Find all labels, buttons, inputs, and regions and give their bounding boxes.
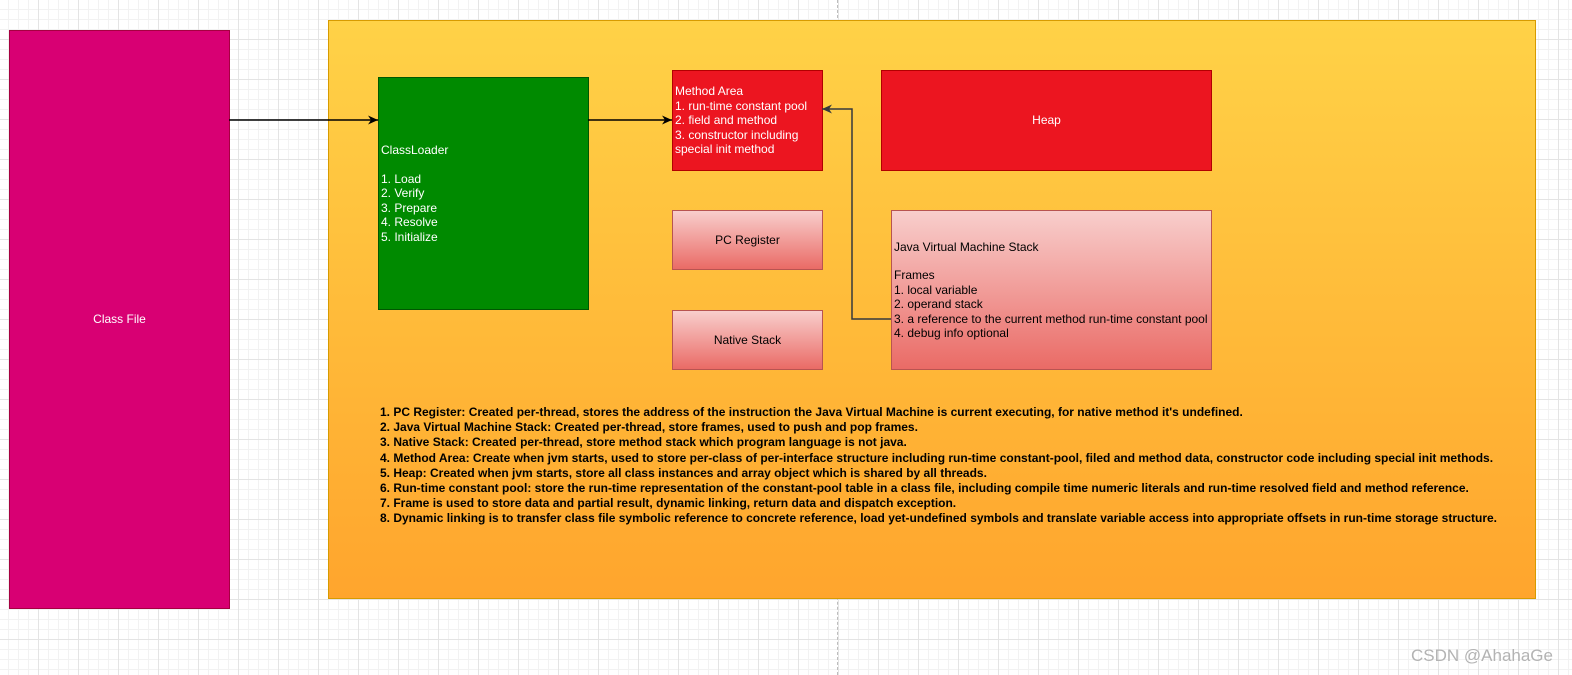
note-line: 6. Run-time constant pool: store the run…	[380, 481, 1469, 496]
method-area-box[interactable]: Method Area 1. run-time constant pool 2.…	[672, 70, 823, 171]
note-line: 4. Method Area: Create when jvm starts, …	[380, 450, 1494, 465]
note-line: 2. Java Virtual Machine Stack: Created p…	[380, 420, 918, 435]
heap-box[interactable]: Heap	[881, 70, 1212, 171]
notes-text-block[interactable]: 1. PC Register: Created per-thread, stor…	[380, 405, 1497, 527]
jvm-stack-frame-item: 3. a reference to the current method run…	[894, 311, 1208, 326]
watermark: CSDN @AhahaGe	[1411, 646, 1553, 665]
jvm-stack-title: Java Virtual Machine Stack	[894, 239, 1039, 254]
jvm-stack-box[interactable]: Java Virtual Machine Stack Frames 1. loc…	[891, 210, 1212, 370]
native-stack-label: Native Stack	[713, 332, 782, 347]
class-loader-title: ClassLoader	[381, 143, 449, 158]
class-loader-step: 1. Load	[381, 171, 422, 186]
method-area-title: Method Area	[675, 84, 744, 99]
pc-register-box[interactable]: PC Register	[672, 210, 823, 270]
note-line: 5. Heap: Created when jvm starts, store …	[380, 465, 987, 480]
class-file-box[interactable]: Class File	[9, 30, 230, 609]
class-file-label: Class File	[93, 312, 146, 327]
jvm-stack-frame-item: 4. debug info optional	[894, 326, 1009, 340]
note-line: 7. Frame is used to store data and parti…	[380, 496, 957, 511]
method-area-item: 2. field and method	[675, 113, 778, 128]
note-line: 3. Native Stack: Created per-thread, sto…	[380, 435, 907, 450]
jvm-stack-frames-label: Frames	[894, 268, 935, 283]
method-area-item: 1. run-time constant pool	[675, 98, 808, 113]
jvm-stack-frame-item: 2. operand stack	[894, 297, 983, 312]
note-line: 1. PC Register: Created per-thread, stor…	[380, 405, 1243, 419]
pc-register-label: PC Register	[715, 232, 780, 247]
class-loader-step: 2. Verify	[381, 186, 425, 201]
jvm-stack-frame-item: 1. local variable	[894, 282, 978, 297]
note-line: 8. Dynamic linking is to transfer class …	[380, 511, 1498, 526]
native-stack-box[interactable]: Native Stack	[672, 310, 823, 370]
class-loader-step: 3. Prepare	[381, 200, 438, 215]
method-area-item: 3. constructor including special init me…	[675, 127, 799, 157]
heap-label: Heap	[1032, 113, 1061, 128]
class-loader-step: 4. Resolve	[381, 215, 438, 230]
class-loader-step: 5. Initialize	[381, 229, 438, 244]
class-loader-box[interactable]: ClassLoader 1. Load 2. Verify 3. Prepare…	[378, 77, 589, 310]
